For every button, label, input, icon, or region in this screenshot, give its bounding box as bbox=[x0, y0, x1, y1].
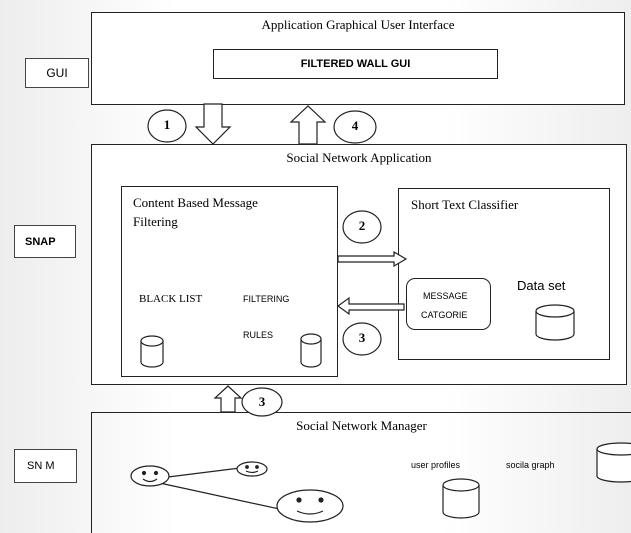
step-number-2: 2 bbox=[358, 218, 366, 233]
black-list-label: BLACK LIST bbox=[139, 293, 203, 305]
snm-side-label-text: SN M bbox=[27, 460, 55, 472]
step-number-4: 4 bbox=[351, 118, 359, 133]
gui-side-label-text: GUI bbox=[46, 66, 68, 80]
snap-side-label: SNAP bbox=[14, 225, 76, 258]
snap-side-label-text: SNAP bbox=[25, 235, 56, 248]
snm-layer-box: Social Network Manager user profiles soc… bbox=[91, 412, 631, 533]
gui-side-label: GUI bbox=[25, 58, 89, 88]
step-number-3-mid: 3 bbox=[358, 330, 366, 345]
arrow-down-gui-to-snap bbox=[194, 103, 232, 145]
gui-layer-title: Application Graphical User Interface bbox=[261, 17, 455, 32]
filtered-wall-gui-box: FILTERED WALL GUI bbox=[213, 49, 498, 79]
social-graph-label: socila graph bbox=[506, 460, 555, 470]
filtering-label: FILTERING bbox=[243, 294, 290, 304]
filtered-wall-gui-label: FILTERED WALL GUI bbox=[300, 58, 411, 70]
cbmf-title-line2: Filtering bbox=[133, 214, 178, 229]
cbmf-title-line1: Content Based Message bbox=[133, 195, 258, 210]
snm-layer-title: Social Network Manager bbox=[296, 418, 427, 433]
dataset-label: Data set bbox=[517, 278, 566, 293]
stc-title: Short Text Classifier bbox=[411, 197, 519, 212]
message-category-line2: CATGORIE bbox=[421, 310, 468, 320]
arrow-up-snap-to-gui bbox=[289, 105, 327, 145]
short-text-classifier-box: Short Text Classifier MESSAGE CATGORIE D… bbox=[398, 188, 610, 360]
rules-label: RULES bbox=[243, 330, 274, 340]
snm-side-label: SN M bbox=[14, 449, 77, 483]
message-category-line1: MESSAGE bbox=[423, 291, 468, 301]
arrow-up-snm-to-snap bbox=[213, 385, 243, 413]
snap-layer-title: Social Network Application bbox=[286, 150, 432, 165]
gui-layer-box: Application Graphical User Interface FIL… bbox=[91, 12, 625, 105]
content-based-filtering-box: Content Based Message Filtering BLACK LI… bbox=[121, 186, 338, 377]
step-number-3-bottom: 3 bbox=[258, 394, 266, 409]
user-profiles-label: user profiles bbox=[411, 460, 461, 470]
message-category-box: MESSAGE CATGORIE bbox=[406, 278, 491, 330]
step-number-1: 1 bbox=[163, 117, 171, 132]
